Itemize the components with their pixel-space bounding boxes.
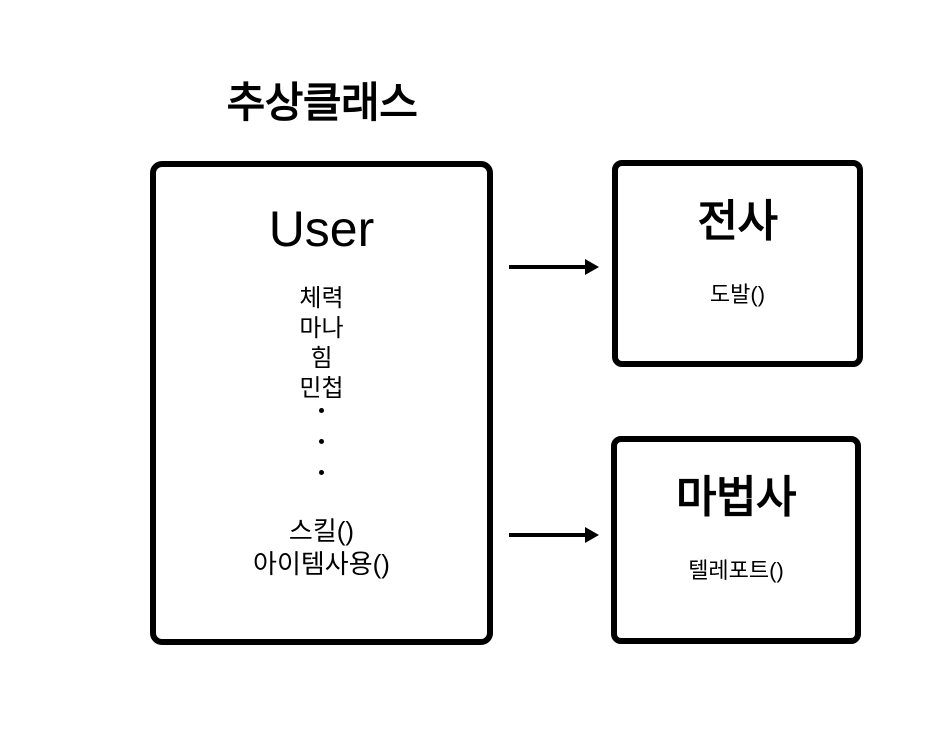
class-name-mage: 마법사 bbox=[676, 473, 796, 522]
user-attribute-item: 체력 bbox=[299, 285, 344, 312]
class-box-user[interactable]: User 체력 마나 힘 민첩 스킬() 아이템사용() bbox=[150, 161, 493, 645]
class-name-user: User bbox=[268, 201, 375, 257]
vertical-ellipsis-icon bbox=[156, 408, 487, 501]
ellipsis-dot-icon bbox=[319, 408, 324, 413]
mage-method-item: 텔레포트() bbox=[688, 558, 784, 583]
user-method-list: 스킬() 아이템사용() bbox=[156, 515, 487, 581]
user-method-item: 스킬() bbox=[288, 516, 355, 546]
diagram-title: 추상클래스 bbox=[226, 79, 418, 126]
user-attribute-item: 힘 bbox=[310, 345, 333, 372]
arrow-right-icon bbox=[509, 259, 599, 275]
class-box-mage[interactable]: 마법사 텔레포트() bbox=[611, 436, 861, 644]
user-attribute-list: 체력 마나 힘 민첩 bbox=[156, 284, 487, 404]
class-box-mage-content: 마법사 텔레포트() bbox=[617, 442, 855, 638]
class-box-user-content: User 체력 마나 힘 민첩 스킬() 아이템사용() bbox=[156, 167, 487, 639]
ellipsis-dot-icon bbox=[319, 470, 324, 475]
user-attribute-item: 민첩 bbox=[299, 375, 344, 402]
ellipsis-dot-icon bbox=[319, 439, 324, 444]
class-name-warrior: 전사 bbox=[697, 197, 778, 246]
inheritance-arrow-mage bbox=[505, 518, 599, 552]
inheritance-arrow-warrior bbox=[505, 250, 599, 284]
user-attribute-item: 마나 bbox=[299, 315, 344, 342]
user-method-item: 아이템사용() bbox=[253, 549, 390, 579]
arrow-right-icon bbox=[509, 527, 599, 543]
class-box-warrior-content: 전사 도발() bbox=[618, 166, 857, 361]
warrior-method-item: 도발() bbox=[709, 282, 766, 307]
class-box-warrior[interactable]: 전사 도발() bbox=[612, 160, 863, 367]
